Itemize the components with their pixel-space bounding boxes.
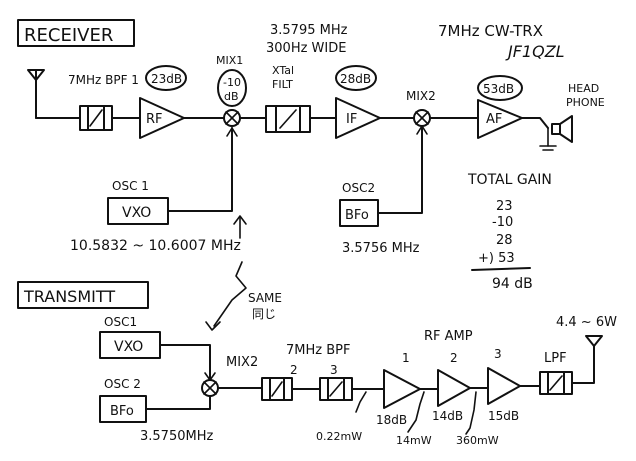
level1-pointer (355, 391, 367, 413)
tx-mix2-label: MIX2 (226, 355, 258, 370)
if-amp-triangle (335, 97, 381, 139)
rx-antenna-icon (27, 69, 45, 119)
total-gain-value-3: 28 (496, 233, 513, 248)
rf-amp-triangle (139, 97, 185, 139)
tx-amp3-gain: 15dB (488, 409, 519, 423)
same-label-a: SAME (248, 291, 282, 305)
tx-vxo-to-mix2-line (159, 344, 211, 381)
transmitter-title: TRANSMITT (23, 287, 115, 306)
rx-bfo-label: BFo (345, 208, 369, 223)
total-gain-sum-line (471, 267, 531, 271)
headphone-label-a: HEAD (568, 82, 599, 95)
if-gain-bubble (335, 65, 377, 91)
rx-bpf1-label: 7MHz BPF 1 (68, 73, 139, 87)
rx-mix2-mixer-icon (413, 109, 431, 127)
transmitter-title-box (17, 281, 149, 309)
tx-osc1-label: OSC1 (104, 315, 137, 329)
xtal-bandwidth: 300Hz WIDE (266, 41, 346, 56)
tx-lpf-block (539, 371, 573, 395)
tx-amp2-gain: 14dB (432, 409, 463, 423)
tx-bpf3-block (319, 377, 353, 401)
tx-lpf-label: LPF (544, 351, 567, 366)
level2-pointer (407, 391, 425, 433)
rf-amp-group-label: RF AMP (424, 329, 473, 344)
level3-pointer (465, 391, 477, 435)
tx-osc2-label: OSC 2 (104, 377, 141, 391)
rx-vxo-to-mix1-line (167, 127, 233, 212)
rx-vxo-arrowhead (226, 127, 238, 137)
same-down-arrowhead (205, 321, 221, 331)
receiver-title: RECEIVER (24, 25, 113, 46)
if-amp-label: IF (346, 112, 357, 127)
xtal-label-b: FILT (272, 78, 293, 91)
tx-amp3-triangle (487, 367, 521, 405)
tx-amp3-number: 3 (494, 347, 502, 361)
tx-bpf2-block (261, 377, 293, 401)
tx-bpf3-number: 3 (330, 363, 338, 377)
tx-line-lpf-antenna (571, 345, 595, 384)
rf-gain: 23dB (151, 72, 182, 86)
same-squiggle-line (213, 261, 247, 327)
tx-level-1: 0.22mW (316, 430, 362, 443)
rx-bpf1-block (79, 105, 113, 131)
af-amp-triangle (477, 99, 523, 139)
rx-osc2-label: OSC2 (342, 181, 375, 195)
vxo-frequency-range: 10.5832 ~ 10.6007 MHz (70, 238, 241, 254)
tx-amp1-triangle (383, 369, 421, 409)
tx-bpf2-number: 2 (290, 363, 298, 377)
mix1-gain-b: dB (224, 90, 239, 103)
rx-bfo-arrowhead (416, 125, 428, 135)
total-gain-total: 94 dB (492, 276, 533, 292)
tx-level-2: 14mW (396, 434, 432, 447)
xtal-frequency: 3.5795 MHz (270, 23, 348, 38)
total-gain-value-1: 23 (496, 199, 513, 214)
af-gain-bubble (477, 75, 523, 101)
receiver-title-box (17, 19, 135, 47)
xtal-filter-block (265, 105, 311, 133)
rx-osc1-label: OSC 1 (112, 179, 149, 193)
mix1-gain-a: -10 (223, 76, 241, 89)
headphone-icon (539, 115, 573, 151)
trx-title: 7MHz CW-TRX (438, 22, 543, 40)
tx-level-3: 360mW (456, 434, 499, 447)
xtal-label-a: XTal (272, 64, 294, 77)
total-gain-value-2: -10 (492, 215, 513, 230)
tx-bfo-label: BFo (110, 404, 134, 419)
headphone-label-b: PHONE (566, 96, 605, 109)
same-label-b: 同じ (252, 307, 276, 321)
rx-vxo-label: VXO (122, 205, 151, 221)
mix1-mixer-icon (223, 109, 241, 127)
rx-line-af-phone (521, 117, 549, 129)
tx-amp2-triangle (437, 369, 471, 407)
mix1-label: MIX1 (216, 54, 243, 67)
tx-bfo-to-mix2-line (145, 395, 211, 410)
tx-bpf-label: 7MHz BPF (286, 343, 350, 358)
total-gain-title: TOTAL GAIN (467, 172, 552, 188)
tx-antenna-icon (585, 335, 603, 347)
same-up-arrowhead (233, 215, 247, 225)
af-gain: 53dB (483, 82, 514, 96)
mix1-gain-bubble (217, 69, 247, 107)
rf-gain-bubble (145, 65, 187, 91)
tx-bfo-frequency: 3.5750MHz (140, 429, 213, 444)
rf-amp-label: RF (146, 112, 163, 127)
tx-amp1-number: 1 (402, 351, 410, 365)
rx-bfo-frequency: 3.5756 MHz (342, 241, 420, 256)
if-gain: 28dB (340, 72, 371, 86)
tx-amp2-number: 2 (450, 351, 458, 365)
rx-bfo-to-mix2-line (377, 125, 423, 214)
tx-output-power: 4.4 ~ 6W (556, 315, 617, 330)
rx-mix2-label: MIX2 (406, 89, 436, 103)
tx-vxo-label: VXO (114, 339, 143, 355)
total-gain-value-4: +) 53 (478, 251, 515, 266)
tx-mix2-mixer-icon (201, 379, 219, 397)
af-amp-label: AF (486, 112, 502, 127)
tx-amp1-gain: 18dB (376, 413, 407, 427)
trx-model: JF1QZL (505, 42, 565, 61)
